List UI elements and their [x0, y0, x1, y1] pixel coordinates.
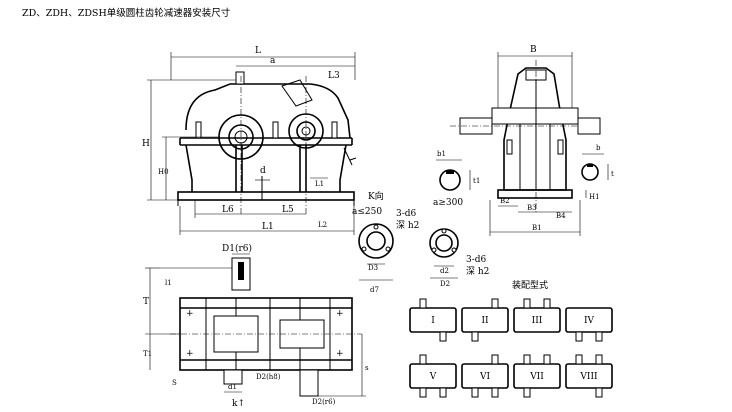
svg-text:+: +	[186, 349, 194, 359]
shaft-stub	[543, 354, 551, 365]
k-depth: 深 h2	[396, 220, 419, 231]
dim-H0: H0	[158, 168, 169, 176]
shaft-stub	[491, 387, 499, 398]
dim-L6: L6	[222, 205, 234, 215]
shaft-stub	[439, 387, 447, 398]
dim-l1: l1	[165, 279, 172, 287]
dim-L2: L2	[318, 221, 327, 229]
dim-H: H	[142, 139, 150, 149]
assembly-type-label: III	[532, 316, 543, 326]
plan-view: D1(r6) l1 + + + + D2(h8)	[143, 243, 369, 409]
assembly-type-box	[513, 307, 561, 333]
svg-text:+: +	[336, 309, 344, 319]
dim-D2: D2	[440, 280, 450, 288]
dim-B1: B1	[532, 224, 542, 232]
shaft-stub	[595, 331, 603, 342]
label-D1: D1(r6)	[222, 243, 252, 254]
shaft-stub	[575, 331, 583, 342]
dim-d2: d2	[440, 267, 449, 275]
dim-s: s	[365, 364, 369, 372]
r-holes: 3-d6	[466, 255, 487, 265]
dim-k: k↑	[232, 399, 245, 409]
shaft-stub	[595, 387, 603, 398]
shaft-stub	[491, 298, 499, 309]
dim-L3: L3	[328, 71, 340, 81]
dim-L1: L1	[262, 222, 274, 232]
assembly-type-box	[565, 307, 613, 333]
svg-text:+: +	[186, 309, 194, 319]
label-D2r6: D2(r6)	[312, 398, 336, 406]
detail-k-title: K向	[368, 190, 384, 202]
shaft-stub	[575, 354, 583, 365]
shaft-stub	[471, 331, 479, 342]
assembly-type-box	[461, 307, 509, 333]
assembly-type-box	[409, 307, 457, 333]
shaft-stub	[419, 354, 427, 365]
dim-D3: D3	[368, 264, 378, 272]
assembly-type-label: IV	[584, 316, 595, 326]
dim-L5: L5	[282, 205, 294, 215]
assembly-type-label: VIII	[579, 372, 598, 382]
shaft-stub	[523, 354, 531, 365]
assembly-type-label: VI	[479, 372, 490, 382]
shaft-stub	[419, 387, 427, 398]
note-a250: a≤250	[352, 207, 382, 217]
assembly-type-label: II	[481, 316, 489, 326]
assembly-type-box	[565, 363, 613, 389]
page-title: ZD、ZDH、ZDSH单级圆柱齿轮减速器安装尺寸	[22, 8, 231, 19]
shaft-stub	[523, 298, 531, 309]
dim-B3: B3	[527, 204, 537, 212]
dim-d: d	[260, 166, 266, 176]
k-holes: 3-d6	[396, 209, 417, 219]
dim-T1: T1	[143, 350, 152, 358]
assembly-type-label: I	[431, 316, 435, 326]
shaft-stub	[419, 298, 427, 309]
dim-b: b	[596, 144, 601, 152]
shaft-stub	[595, 354, 603, 365]
label-D2h8: D2(h8)	[256, 373, 281, 381]
assembly-type-box	[409, 363, 457, 389]
assembly-type-box	[461, 363, 509, 389]
side-view: B b1 t1 a≥30	[433, 45, 614, 236]
r-depth: 深 h2	[466, 266, 489, 277]
dim-S: S	[172, 379, 177, 387]
assembly-title: 装配型式	[512, 279, 548, 291]
shaft-stub	[439, 331, 447, 342]
dim-L1-small: L1	[315, 180, 324, 188]
dim-B2: B2	[500, 197, 510, 205]
dim-b1: b1	[437, 150, 446, 158]
detail-right: 3-d6 深 h2 d2 D2	[429, 228, 489, 288]
detail-k: K向 a≤250 3-d6 深 h2 D3 d7	[352, 190, 419, 294]
svg-text:+: +	[336, 349, 344, 359]
dim-B4: B4	[556, 212, 566, 220]
dim-T: T	[143, 297, 149, 307]
dim-B: B	[530, 45, 537, 55]
dim-d1: d1	[228, 383, 237, 391]
shaft-stub	[491, 354, 499, 365]
shaft-stub	[523, 387, 531, 398]
note-a300: a≥300	[433, 198, 463, 208]
dim-H1: H1	[589, 193, 600, 201]
dim-a: a	[270, 56, 276, 66]
dim-t1: t1	[473, 177, 480, 185]
assembly-type-label: VII	[529, 372, 544, 382]
assembly-type-box	[513, 363, 561, 389]
dim-t: t	[611, 170, 614, 178]
shaft-stub	[471, 387, 479, 398]
assembly-type-label: V	[429, 372, 437, 382]
dim-L: L	[255, 46, 261, 56]
dim-d7: d7	[370, 286, 379, 294]
shaft-stub	[543, 298, 551, 309]
front-view: L a L3	[142, 46, 357, 235]
